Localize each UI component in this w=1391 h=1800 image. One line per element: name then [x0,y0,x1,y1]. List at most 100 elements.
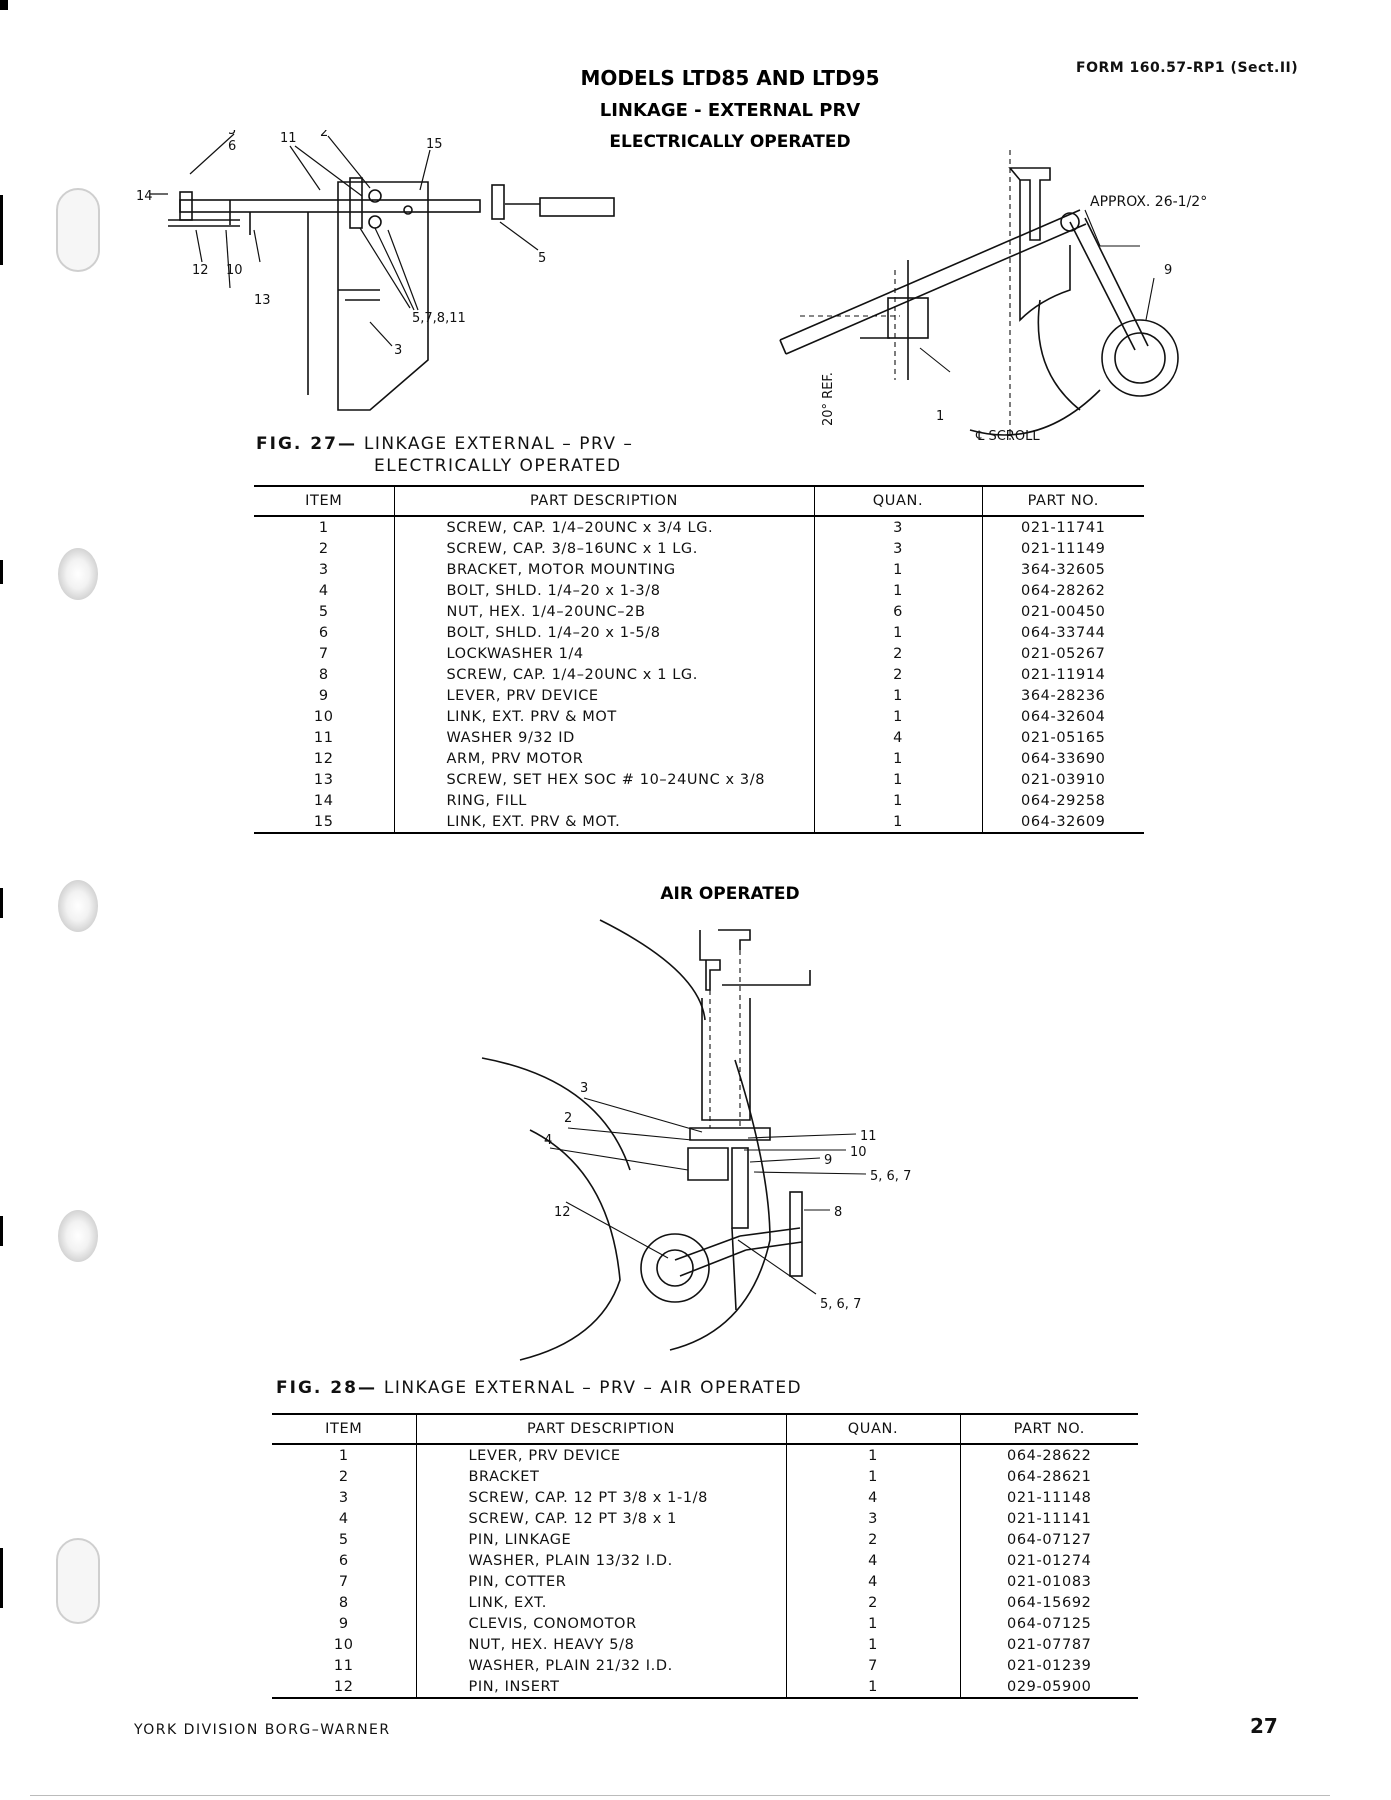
column-header-item: ITEM [254,485,394,517]
part-description: WASHER, PLAIN 13/32 I.D. [415,1550,786,1571]
callout-5-right: 5 [538,251,546,266]
callout-11: 11 [860,1129,877,1144]
column-header-quantity: QUAN. [813,485,982,517]
item-number: 11 [313,729,334,746]
margin-mark [0,1548,3,1608]
quantity: 2 [785,1592,960,1613]
item-number: 7 [318,645,329,662]
part-number: 021-11914 [981,664,1144,685]
part-description: NUT, HEX. HEAVY 5/8 [415,1634,786,1655]
column-header-part-no: PART NO. [959,1413,1138,1445]
item-number: 4 [318,582,329,599]
fig28-caption-text: LINKAGE EXTERNAL – PRV – AIR OPERATED [383,1378,803,1398]
part-number: 364-32605 [981,559,1144,580]
quantity: 1 [785,1676,960,1699]
part-number: 064-07127 [959,1529,1138,1550]
item-number: 14 [313,792,334,809]
caption-dash: — [337,434,357,454]
quantity: 2 [813,664,982,685]
column-header-description: PART DESCRIPTION [393,485,814,517]
part-number: 064-32604 [981,706,1144,727]
part-number: 364-28236 [981,685,1144,706]
quantity: 3 [813,538,982,559]
quantity: 1 [813,769,982,790]
item-number: 10 [333,1636,354,1653]
page-title: MODELS LTD85 AND LTD95 [580,66,880,90]
form-number: FORM 160.57-RP1 (Sect.II) [1076,60,1299,76]
callout-5-6-7-lower: 5, 6, 7 [820,1297,861,1312]
part-description: ARM, PRV MOTOR [393,748,814,769]
callout-6: 6 [228,139,236,154]
part-description: SCREW, CAP. 1/4–20UNC x 3/4 LG. [393,516,814,538]
callout-2: 2 [320,130,328,140]
callout-2: 2 [564,1111,572,1126]
part-description: BOLT, SHLD. 1/4–20 x 1-5/8 [393,622,814,643]
callout-15: 15 [426,137,443,152]
part-description: SCREW, CAP. 1/4–20UNC x 1 LG. [393,664,814,685]
quantity: 1 [813,580,982,601]
item-number: 5 [338,1531,349,1548]
part-number: 064-33744 [981,622,1144,643]
callout-12: 12 [192,263,209,278]
part-description: LOCKWASHER 1/4 [393,643,814,664]
callout-14: 14 [136,189,153,204]
item-number: 8 [338,1594,349,1611]
callout-8: 8 [834,1205,842,1220]
item-number: 12 [313,750,334,767]
quantity: 1 [813,748,982,769]
part-description: RING, FILL [393,790,814,811]
part-number: 021-00450 [981,601,1144,622]
callout-5: 5 [228,130,236,138]
part-description: LINK, EXT. PRV & MOT [393,706,814,727]
part-description: WASHER 9/32 ID [393,727,814,748]
column-header-part-no: PART NO. [981,485,1144,517]
corner-mark [0,0,8,10]
callout-11: 11 [280,131,297,146]
column-header-quantity: QUAN. [785,1413,960,1445]
part-description: WASHER, PLAIN 21/32 I.D. [415,1655,786,1676]
fig28-caption: FIG. 28— LINKAGE EXTERNAL – PRV – AIR OP… [276,1378,802,1398]
quantity: 1 [785,1634,960,1655]
item-number: 7 [338,1573,349,1590]
part-description: PIN, LINKAGE [415,1529,786,1550]
part-number: 021-11741 [981,516,1144,538]
callout-4: 4 [544,1133,552,1148]
item-number: 2 [338,1468,349,1485]
item-number: 12 [272,1676,416,1699]
binder-hole [58,548,98,600]
item-number: 15 [254,811,394,834]
item-number: 2 [318,540,329,557]
callout-1: 1 [936,409,944,424]
part-number: 029-05900 [959,1676,1138,1699]
margin-mark [0,1216,3,1246]
part-number: 064-28262 [981,580,1144,601]
callout-approx-angle: APPROX. 26-1/2° [1090,194,1207,210]
quantity: 2 [813,643,982,664]
quantity: 1 [813,685,982,706]
part-description: PIN, COTTER [415,1571,786,1592]
part-number: 064-07125 [959,1613,1138,1634]
quantity: 1 [813,811,982,834]
quantity: 4 [785,1571,960,1592]
callout-3: 3 [394,343,402,358]
quantity: 4 [785,1487,960,1508]
table-header-row: ITEM PART DESCRIPTION QUAN. PART NO. [272,1413,1138,1445]
